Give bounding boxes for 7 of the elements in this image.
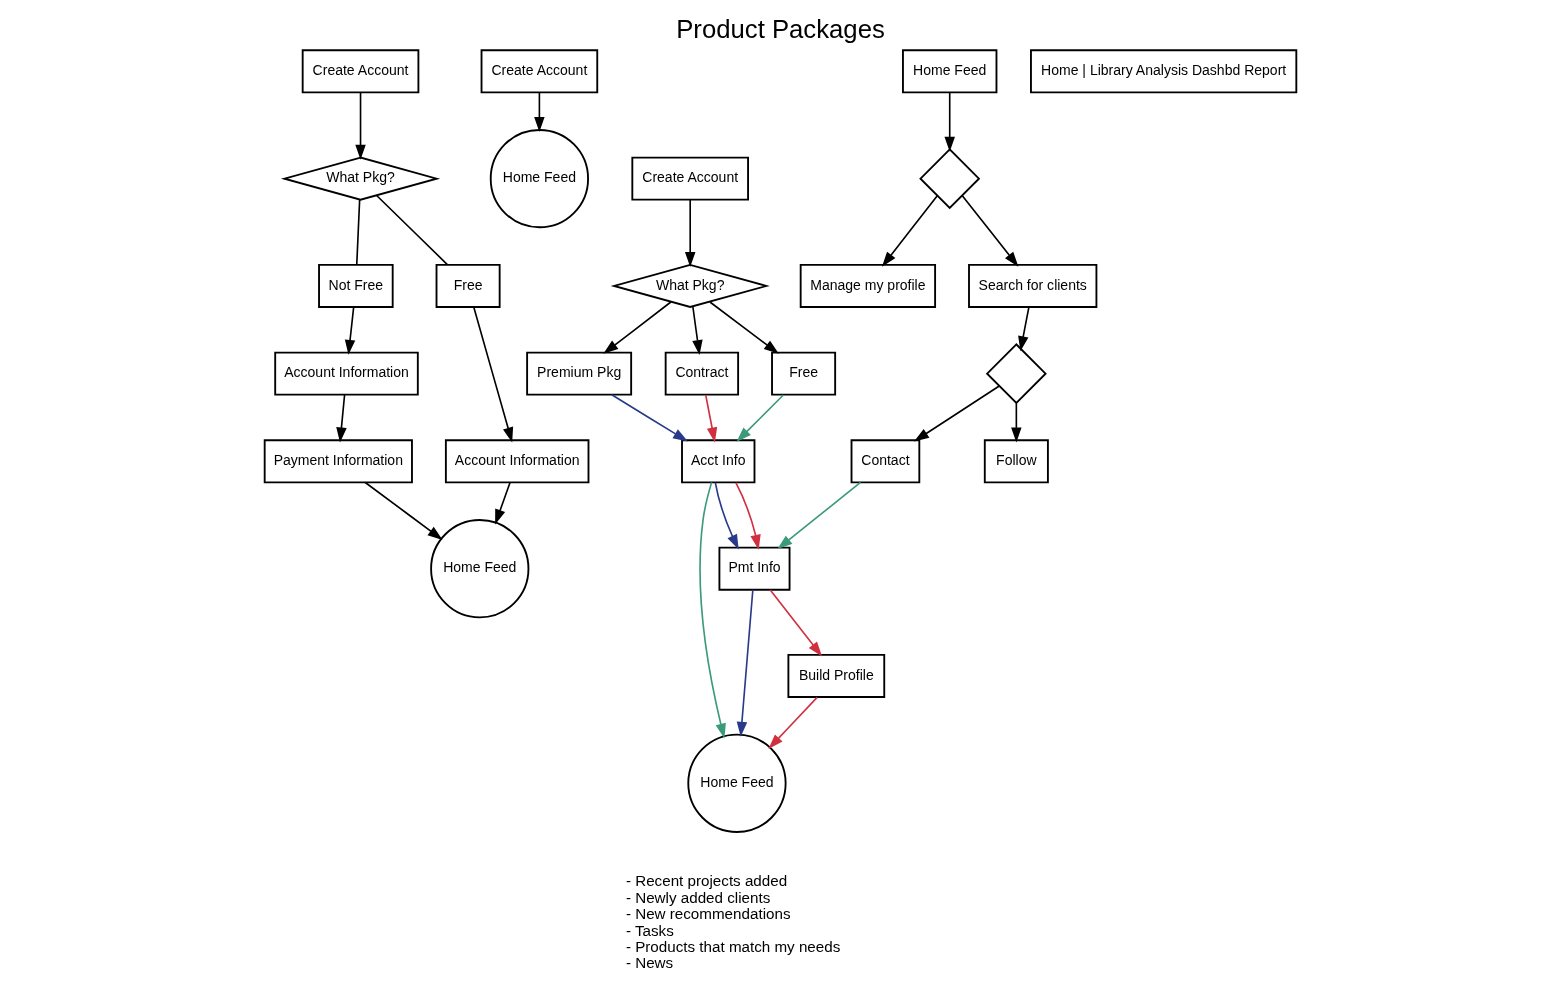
label: - News [625,954,673,972]
diagram-title: Product Packages [675,15,885,44]
label: - Products that match my needs [625,937,840,955]
label: - Recent projects added [625,872,787,890]
label: - Newly added clients [625,888,770,906]
label: - Tasks [625,921,674,939]
label: - New recommendations [625,905,790,923]
